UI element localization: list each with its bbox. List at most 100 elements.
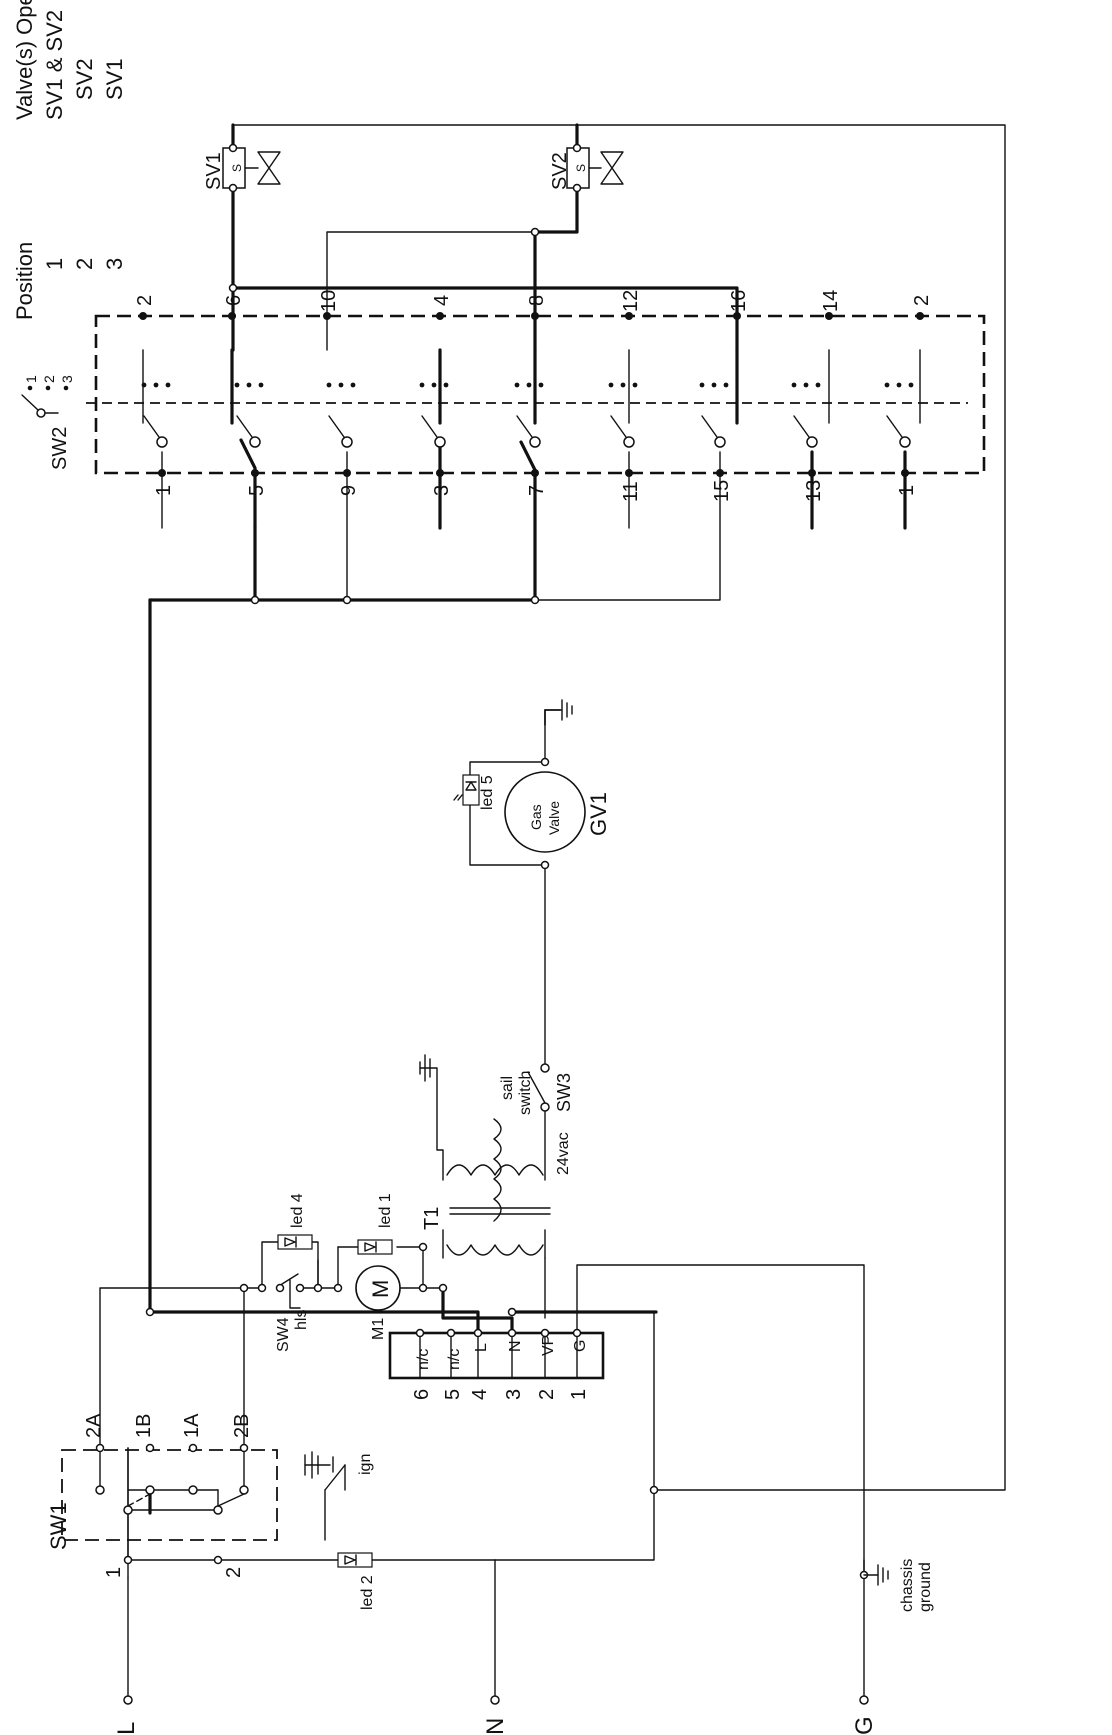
sw2-contact-2-1: [338, 382, 344, 388]
sw1-term-2b: 2B: [231, 1414, 253, 1438]
sw2-pole-1: [249, 436, 261, 448]
legend-valves-1: SV1 & SV2: [42, 10, 67, 120]
sw2-bot-term-6: 15: [711, 480, 733, 502]
led2-label: led 2: [359, 1575, 376, 1610]
sw2-pole-0: [156, 436, 168, 448]
sw2-bot-term-2: 9: [338, 485, 360, 496]
sw2-lever-5: [610, 415, 627, 438]
sw2-contact-7-2: [815, 382, 821, 388]
chassis-ground-line1: chassis: [899, 1559, 916, 1612]
gas-valve-gv1: Gas Valve GV1 led 5: [453, 699, 611, 870]
sw2-bot-term-0: 1: [153, 485, 175, 496]
sw2-pole-7: [806, 436, 818, 448]
sv2-label: SV2: [549, 152, 571, 190]
m1-label: M1: [370, 1318, 387, 1340]
led2: led 2: [337, 1552, 376, 1610]
sw2-contact-7-1: [803, 382, 809, 388]
sw2-contact-7-0: [791, 382, 797, 388]
sw2-pole-3: [434, 436, 446, 448]
sw2-bot-term-5: 11: [620, 481, 642, 502]
motor-symbol: M: [368, 1280, 393, 1298]
sw2-selector-symbol: 1 2 3 SW2: [21, 375, 75, 470]
power-inputs: L N G chassis ground: [113, 1485, 934, 1735]
ign-label: ign: [357, 1454, 374, 1475]
sw2-contact-1-2: [258, 382, 264, 388]
ign-label-vp: VP: [540, 1335, 557, 1356]
sw2-bot-term-7: 13: [803, 480, 825, 502]
sv1-solenoid-s: S: [230, 164, 244, 172]
ign-term-6: 6: [411, 1389, 433, 1400]
line-l-label: L: [113, 1722, 140, 1735]
sw2-terminal-labels: 2 6 10 4 8 12 16 14 2 1 5 9 3 7 11 15 13…: [134, 290, 933, 502]
sw1-label: SW1: [46, 1502, 71, 1550]
sw2-top-term-8: 2: [911, 295, 933, 306]
led5-symbol: [453, 774, 480, 806]
sw2-lever-3: [421, 415, 438, 438]
legend-valves-2: SV2: [72, 58, 97, 100]
sw2-top-term-7: 14: [820, 290, 842, 312]
ground-gv1: [544, 699, 573, 721]
sw2-pole-4: [529, 436, 541, 448]
ign-label-n: N: [507, 1340, 524, 1352]
ground-t1: [419, 1054, 431, 1082]
led4-label: led 4: [289, 1193, 306, 1228]
legend-valves-3: SV1: [102, 58, 127, 100]
sw4-label: SW4: [275, 1317, 292, 1352]
legend-position-3: 3: [102, 258, 127, 270]
ground-ign: [304, 1451, 334, 1479]
switch-sw1: SW1 2A 1B 1A 2B 1 2: [46, 1413, 278, 1578]
sail-switch-sw3: sail switch SW3: [499, 1063, 574, 1115]
sw2-top-term-5: 12: [620, 290, 642, 312]
ign-term-4: 4: [469, 1389, 491, 1400]
led4-symbol: [277, 1234, 313, 1250]
led5-label: led 5: [479, 775, 496, 810]
chassis-ground-line2: ground: [917, 1562, 934, 1612]
chassis-ground-symbol: [863, 1564, 889, 1586]
sw2-contact-3-0: [419, 382, 425, 388]
motor-m1: M M1 led 1: [333, 1193, 448, 1340]
legend-position-2: 2: [72, 258, 97, 270]
sw2-enclosure: [86, 312, 986, 477]
sw2-pole-8: [899, 436, 911, 448]
ign-label-g: G: [572, 1340, 589, 1352]
sw2-top-term-0: 2: [134, 295, 156, 306]
legend-position-header: Position: [12, 242, 37, 320]
solenoid-valve-sv2: S SV2: [549, 143, 624, 193]
sw2-contact-1-1: [246, 382, 252, 388]
sw2-lever-8: [886, 415, 903, 438]
ign-term-2: 2: [536, 1389, 558, 1400]
ignition-module: 6 5 4 3 2 1 n/c n/c L N VP G ign: [145, 1307, 605, 1479]
sw2-bot-term-4: 7: [526, 485, 548, 496]
sw2-switch-poles: [141, 382, 914, 448]
solenoid-valve-sv1: S SV1: [203, 143, 281, 193]
sw2-top-term-6: 16: [728, 290, 750, 312]
sw2-contact-5-0: [608, 382, 614, 388]
sw2-lever-6: [701, 415, 718, 438]
sw2-contact-8-2: [908, 382, 914, 388]
sv2-solenoid-s: S: [574, 164, 588, 172]
sw2-contact-0-2: [165, 382, 171, 388]
ign-label-nc-6: n/c: [415, 1349, 432, 1370]
legend-table: Position Valve(s) Open 1 SV1 & SV2 2 SV2…: [12, 0, 127, 320]
sw2-pos-3: 3: [59, 375, 75, 383]
sw2-pole-5: [623, 436, 635, 448]
sw2-lever-0: [143, 415, 160, 438]
sw4-hls: SW4 hls led 4: [239, 1193, 323, 1352]
ign-term-3: 3: [503, 1389, 525, 1400]
sw2-contact-0-0: [141, 382, 147, 388]
sw2-contact-5-2: [632, 382, 638, 388]
sw2-pos-1: 1: [23, 375, 39, 383]
sw3-label: SW3: [554, 1073, 574, 1112]
thin-wiring: [99, 124, 1006, 1579]
sw2-pole-2: [341, 436, 353, 448]
sw2-contact-6-2: [723, 382, 729, 388]
hls-label: hls: [293, 1310, 310, 1330]
sv1-label: SV1: [203, 152, 225, 190]
sw2-contact-6-0: [699, 382, 705, 388]
sw2-contact-1-0: [234, 382, 240, 388]
gas-valve-line1: Gas: [528, 804, 544, 830]
sw2-pole-6: [714, 436, 726, 448]
junction-dots-top: [228, 227, 540, 605]
sw2-bot-term-3: 3: [431, 485, 453, 496]
